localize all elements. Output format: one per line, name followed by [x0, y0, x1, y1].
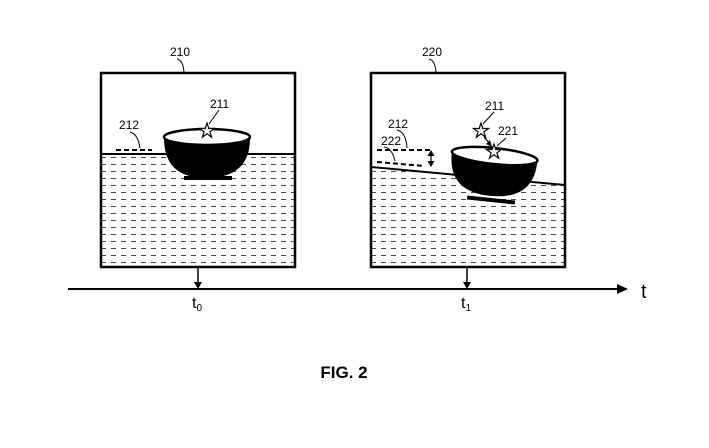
leader-line-211-right: [482, 111, 495, 125]
panel-220: 211 221 212 222 220: [369, 45, 567, 269]
label-220: 220: [422, 45, 442, 59]
time-axis: t t0 t1: [68, 267, 647, 314]
panel-frame-right: [369, 71, 567, 269]
arrowhead-icon: [486, 140, 492, 147]
bowl-shadow-right: [466, 195, 516, 205]
arrowhead-icon: [194, 282, 202, 289]
leader-line-212-left: [129, 131, 141, 149]
leader-line-211-left: [208, 109, 220, 125]
tick-t0: t0: [192, 295, 202, 314]
label-210: 210: [170, 45, 190, 59]
arrowhead-icon: [617, 284, 628, 294]
leader-line-210: [176, 58, 185, 73]
panel-210: 211 212 210: [99, 45, 297, 269]
arrowhead-icon: [427, 161, 435, 167]
label-211-left: 211: [210, 97, 229, 111]
label-221: 221: [498, 124, 518, 138]
star-icon: [471, 121, 491, 139]
leader-line-212-right: [396, 129, 408, 149]
label-212-right: 212: [388, 117, 408, 131]
tick-t1: t1: [461, 295, 471, 314]
label-212-left: 212: [119, 118, 139, 132]
star-icon: [484, 142, 504, 160]
leader-line-222: [383, 146, 396, 162]
leader-line-220: [428, 58, 437, 73]
leader-line-221: [496, 137, 507, 147]
label-222: 222: [381, 134, 401, 148]
axis-label-t: t: [641, 281, 647, 303]
arrowhead-icon: [463, 282, 471, 289]
star-icon: [197, 121, 217, 139]
level-marker-222: [376, 161, 425, 167]
bowl-left: [162, 127, 252, 180]
figure-caption: FIG. 2: [320, 363, 367, 382]
label-211-right: 211: [485, 99, 504, 113]
arrowhead-icon: [427, 150, 435, 156]
